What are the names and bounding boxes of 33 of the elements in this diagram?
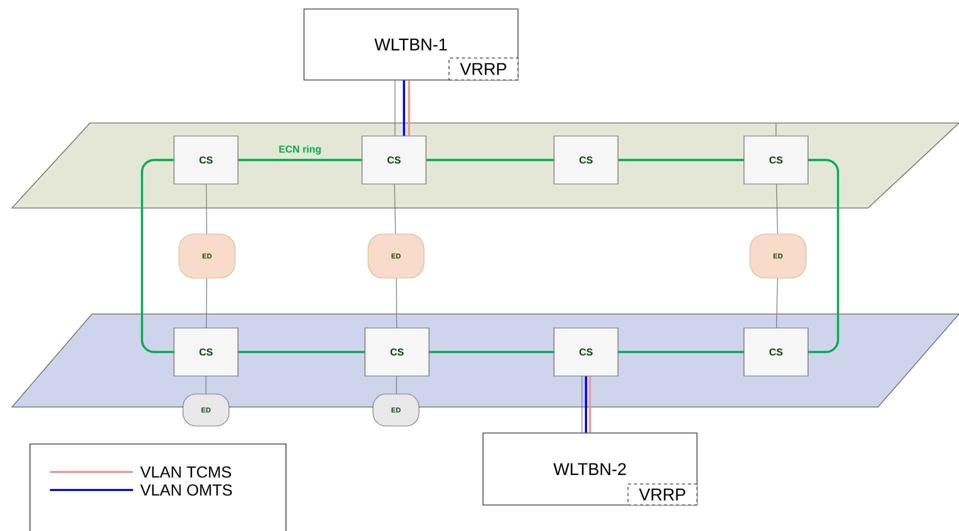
switch-box: CS	[362, 136, 426, 184]
connector-line	[238, 350, 365, 354]
connector-line	[618, 158, 744, 162]
connector-line	[394, 184, 396, 234]
switch-box: CS	[364, 328, 430, 376]
connector-line	[206, 278, 208, 328]
connector-line	[238, 158, 362, 162]
connector-line	[396, 278, 398, 328]
connector-line	[588, 376, 592, 433]
connector-line	[402, 80, 406, 136]
connector-line	[408, 80, 410, 136]
switch-box: CS	[554, 136, 618, 184]
connector-line	[396, 376, 397, 394]
edge-label: ECN ring	[279, 145, 321, 155]
switch-box: CS	[744, 136, 808, 184]
connector-line	[618, 350, 744, 354]
switch-box: CS	[744, 328, 808, 376]
connector-line	[776, 184, 778, 234]
switch-box: CS	[554, 328, 618, 376]
switch-box: CS	[174, 136, 238, 184]
connector-line	[584, 376, 588, 433]
connector-line	[808, 158, 840, 354]
vrrp-box: VRRP	[448, 58, 518, 80]
connector-line	[394, 80, 396, 136]
connector-line	[206, 184, 208, 234]
connector-line	[429, 350, 554, 354]
vrrp-box: VRRP	[628, 484, 698, 506]
legend-label: VLAN OMTS	[140, 484, 232, 496]
connector-line	[426, 158, 554, 162]
legend-label: VLAN TCMS	[140, 466, 232, 478]
connector-line	[140, 158, 174, 354]
switch-box: CS	[174, 328, 238, 376]
connector-line	[776, 278, 778, 328]
